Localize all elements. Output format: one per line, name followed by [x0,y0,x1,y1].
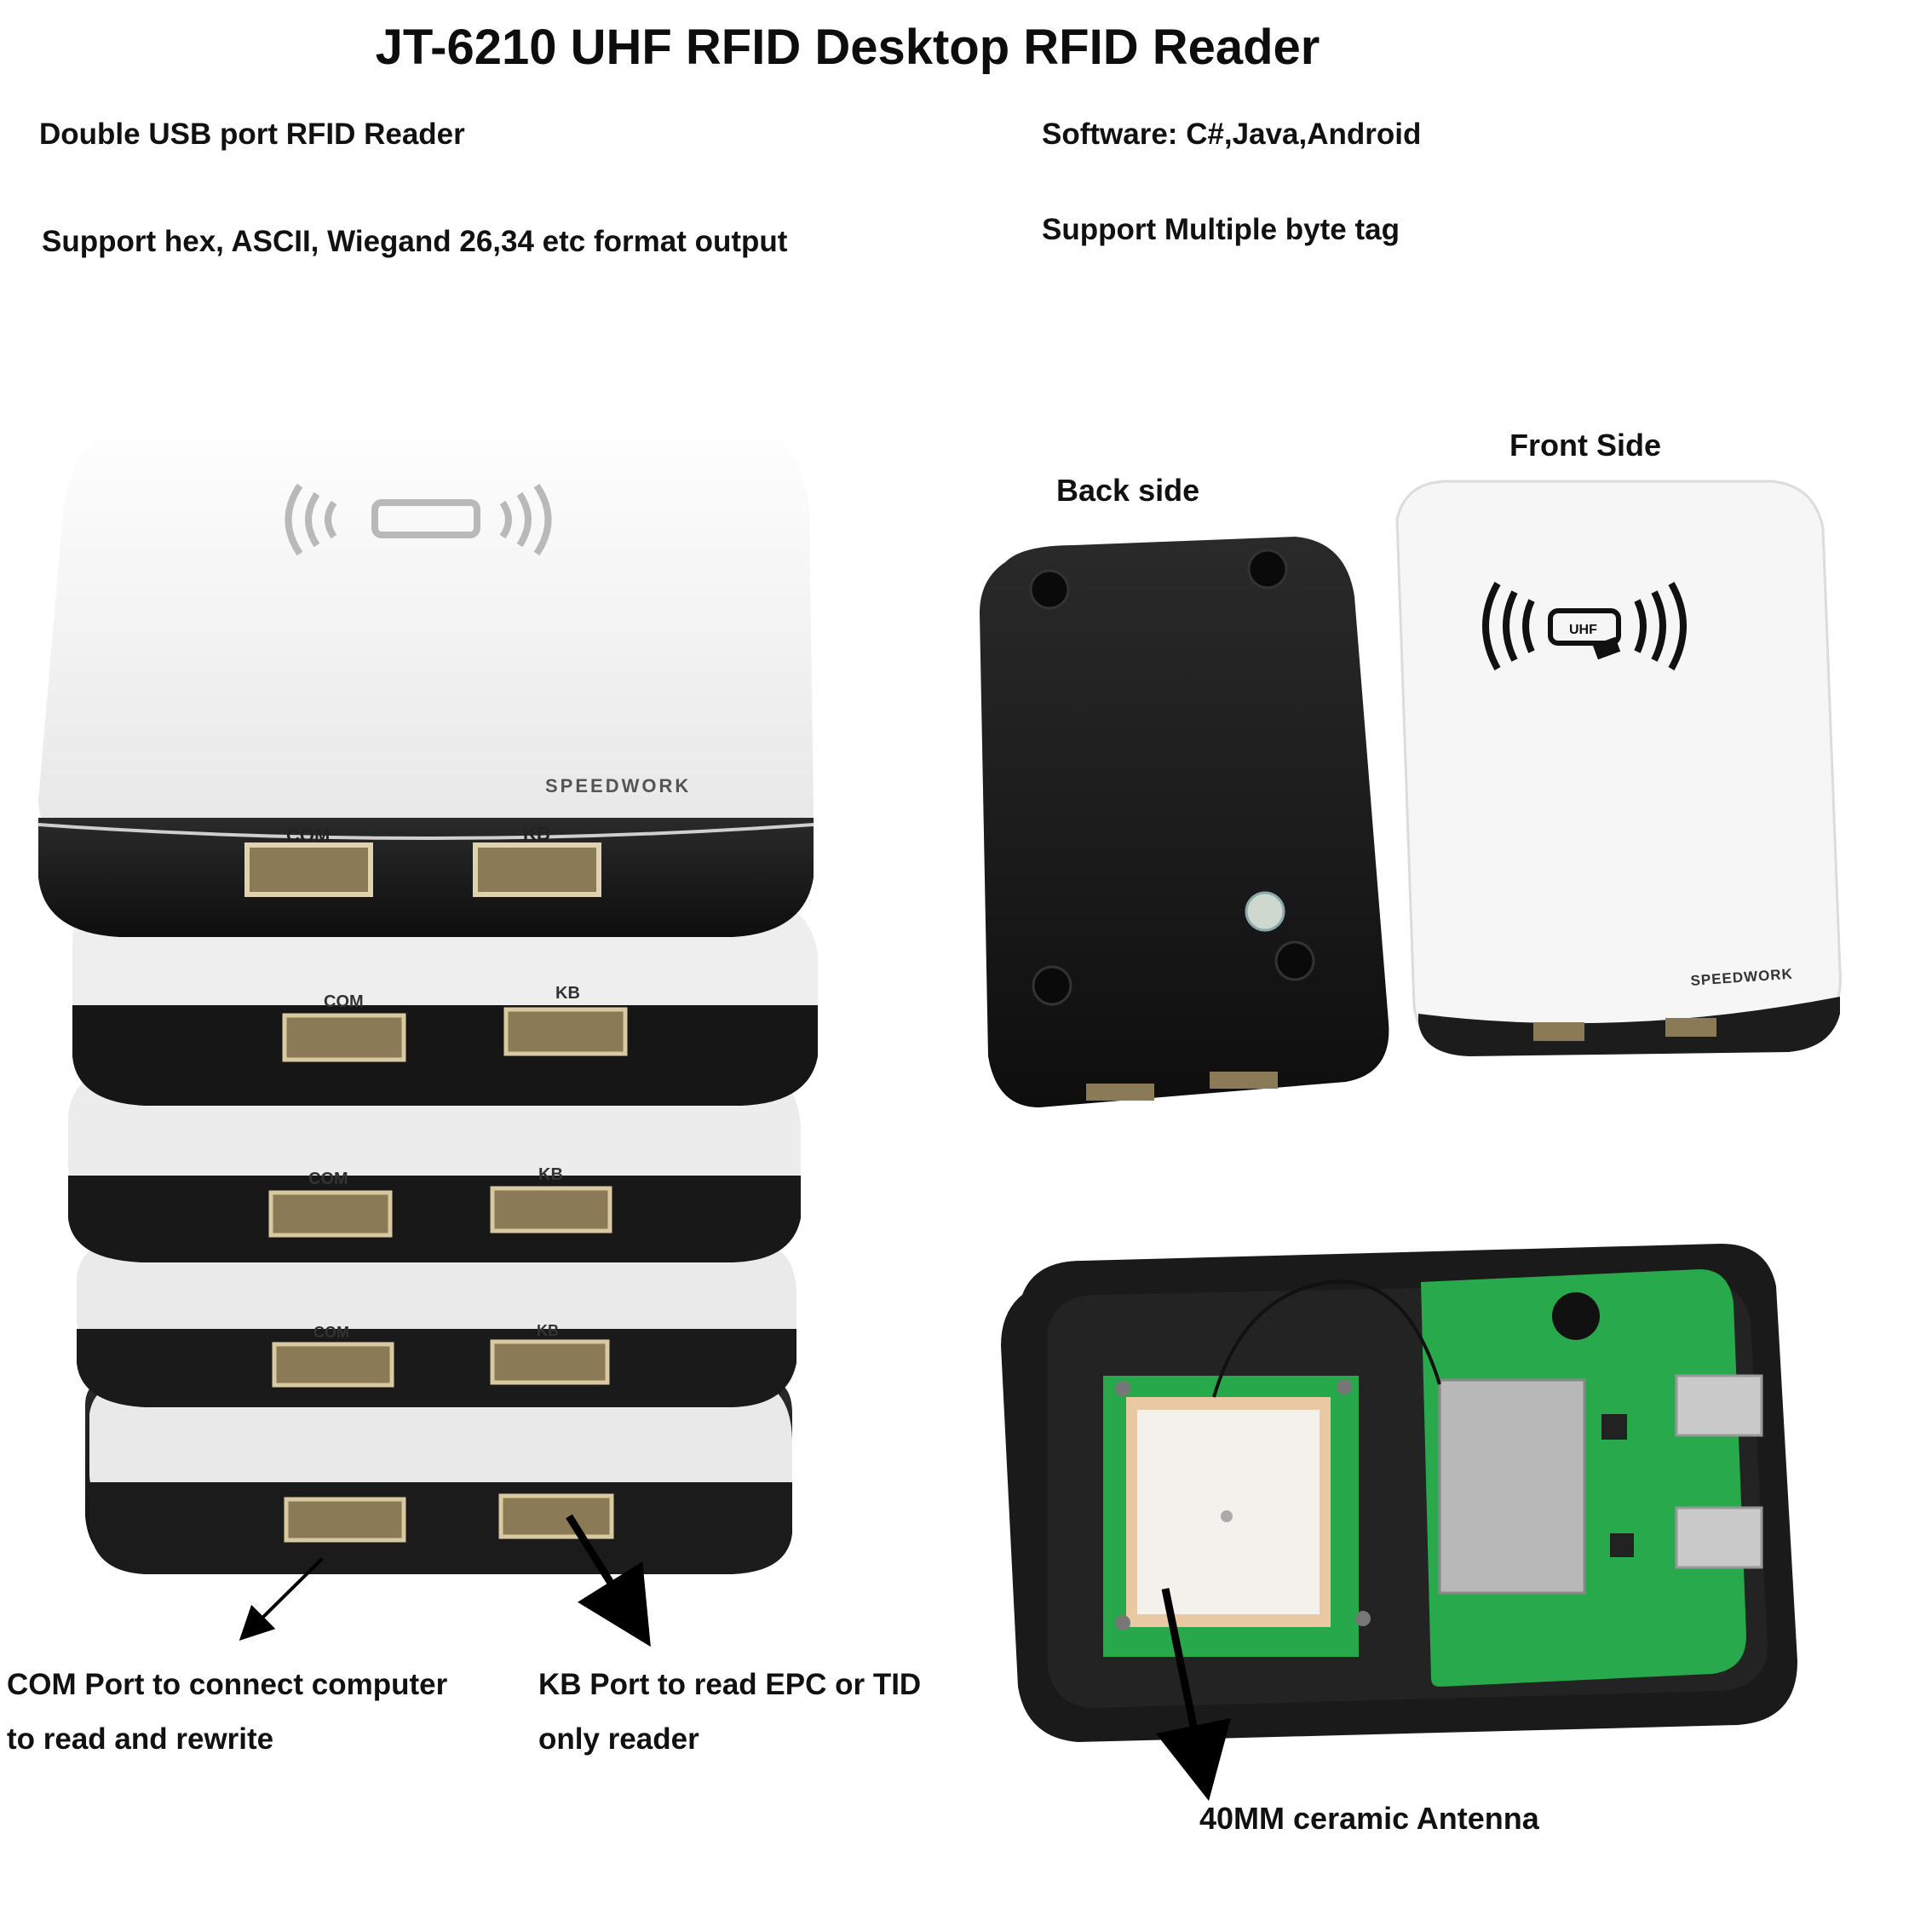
port-label-com-3: COM [308,1170,348,1188]
antenna-arrow [1155,1588,1232,1802]
caption-com-line2: to read and rewrite [7,1722,274,1756]
feature-software: Software: C#,Java,Android [1042,118,1422,151]
caption-com-line1: COM Port to connect computer [7,1668,448,1701]
com-arrow [239,1557,324,1642]
rf-module [1438,1378,1586,1595]
open-reader-internals [1001,1244,1797,1742]
reader-stack: COM KB COM KB COM KB COM [37,413,818,1574]
port-label-kb-3: KB [538,1165,563,1184]
uhf-badge: UHF [1569,623,1597,637]
port-label-com-4: COM [313,1324,349,1341]
front-side-reader: SPEEDWORK UHF [1395,480,1842,1056]
uhf-wave-icon [1482,582,1687,670]
feature-usb: Double USB port RFID Reader [39,118,465,151]
stacked-reader-5 [85,1380,792,1574]
port-label-com-2: COM [324,992,364,1011]
hologram-sticker [1245,891,1285,932]
page-title: JT-6210 UHF RFID Desktop RFID Reader [375,20,1320,75]
port-label-kb-2: KB [555,984,580,1003]
caption-kb-line2: only reader [538,1722,699,1756]
label-back-side: Back side [1056,473,1200,508]
stacked-reader-4: COM KB [77,1239,796,1407]
usb-connector-1 [1675,1374,1763,1437]
brand-logo: SPEEDWORK [545,775,691,796]
antenna-cable [1212,1279,1441,1398]
port-label-com-1: COM [286,825,330,846]
kb-port [473,842,601,897]
feature-multibyte: Support Multiple byte tag [1042,213,1400,246]
com-port [244,842,373,897]
label-front-side: Front Side [1509,428,1661,463]
caption-com-port: COM Port to connect computer to read and… [7,1658,447,1767]
usb-connector-2 [1675,1506,1763,1569]
caption-kb-line1: KB Port to read EPC or TID [538,1668,922,1701]
port-label-kb-1: KB [523,823,550,844]
buzzer [1552,1292,1600,1340]
rfid-wave-icon [285,483,552,556]
feature-format: Support hex, ASCII, Wiegand 26,34 etc fo… [42,225,788,258]
caption-antenna: 40MM ceramic Antenna [1199,1801,1539,1836]
port-label-kb-4: KB [537,1322,559,1339]
kb-arrow [566,1514,651,1647]
back-side-reader [980,537,1389,1107]
stacked-reader-1: COM KB SPEEDWORK [37,413,814,937]
caption-kb-port: KB Port to read EPC or TID only reader [538,1658,921,1767]
